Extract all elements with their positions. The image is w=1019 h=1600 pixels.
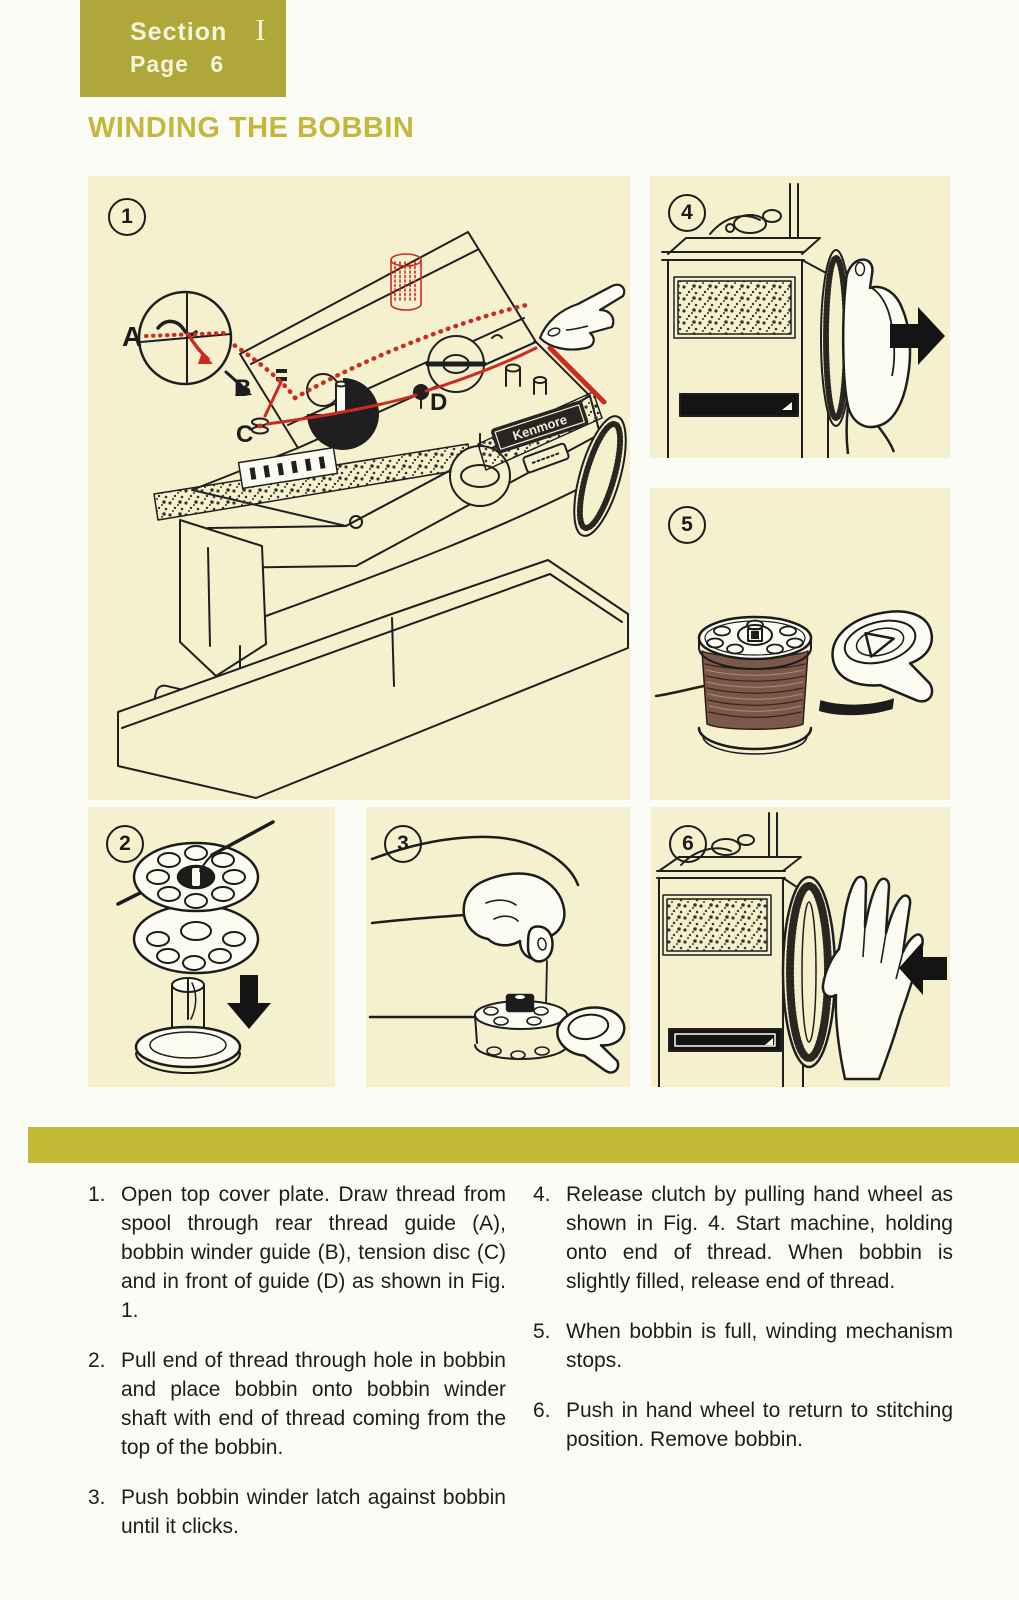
figure-panel-1: Kenmore — [88, 176, 630, 800]
figure-3-illustration — [368, 835, 626, 1074]
thread-end — [547, 345, 607, 405]
arrow-right-icon — [890, 307, 945, 365]
label-c: C — [236, 421, 253, 448]
instruction-number: 4. — [533, 1183, 551, 1206]
hand-holding-thread — [370, 835, 580, 963]
instruction-item: 6. Push in hand wheel to return to stitc… — [533, 1396, 953, 1454]
instructions-left-column: 1. Open top cover plate. Draw thread fro… — [88, 1180, 506, 1562]
instruction-number: 6. — [533, 1399, 551, 1422]
instruction-item: 1. Open top cover plate. Draw thread fro… — [88, 1180, 506, 1325]
arrow-left-icon — [899, 941, 947, 995]
figure-5-illustration — [654, 610, 934, 755]
figure-number-6: 6 — [669, 825, 707, 863]
instruction-number: 3. — [88, 1486, 106, 1509]
section-label: Section — [130, 18, 228, 46]
figure-number-4: 4 — [668, 194, 706, 232]
figure-number-5: 5 — [668, 506, 706, 544]
bobbin-winder-latch — [818, 610, 934, 716]
figure-number-1: 1 — [108, 198, 146, 236]
instruction-number: 1. — [88, 1183, 106, 1206]
hand-pulling-thread — [538, 283, 626, 351]
instruction-text: Push bobbin winder latch against bobbin … — [121, 1486, 506, 1538]
page-title: WINDING THE BOBBIN — [88, 112, 415, 144]
divider-bar — [28, 1127, 1019, 1163]
bobbin-winder-latch — [556, 1006, 626, 1074]
instruction-item: 5. When bobbin is full, winding mechanis… — [533, 1317, 953, 1375]
figure-panel-6: 6 — [651, 807, 950, 1087]
section-page-badge: Section I Page 6 — [80, 0, 286, 97]
instruction-text: Open top cover plate. Draw thread from s… — [121, 1183, 506, 1322]
arrow-down-icon — [227, 975, 271, 1029]
page-number: 6 — [210, 51, 225, 77]
label-b: B — [234, 375, 251, 402]
label-d: D — [430, 389, 447, 416]
instruction-text: Push in hand wheel to return to stitchin… — [566, 1399, 953, 1451]
figure-number-2: 2 — [106, 825, 144, 863]
page-line: Page 6 — [130, 51, 224, 78]
instruction-number: 5. — [533, 1320, 551, 1343]
figure-panel-3: 3 — [366, 807, 630, 1087]
instructions-right-column: 4. Release clutch by pulling hand wheel … — [533, 1180, 953, 1475]
instruction-number: 2. — [88, 1349, 106, 1372]
thread-path — [225, 253, 538, 429]
instruction-text: Release clutch by pulling hand wheel as … — [566, 1183, 953, 1293]
instruction-text: When bobbin is full, winding mechanism s… — [566, 1320, 953, 1372]
hand-pushing-wheel — [821, 875, 924, 1081]
page-label: Page — [130, 51, 189, 77]
figure-4-illustration — [661, 183, 945, 458]
instruction-item: 3. Push bobbin winder latch against bobb… — [88, 1483, 506, 1541]
guide-a-magnifier — [137, 290, 252, 396]
instruction-item: 4. Release clutch by pulling hand wheel … — [533, 1180, 953, 1296]
stitch-selector-window — [237, 446, 339, 490]
section-line: Section I — [130, 12, 266, 48]
label-a: A — [122, 321, 142, 352]
instruction-item: 2. Pull end of thread through hole in bo… — [88, 1346, 506, 1462]
figure-number-3: 3 — [384, 825, 422, 863]
figure-panel-4: 4 — [650, 176, 950, 458]
hand-gripping-wheel — [841, 258, 912, 455]
figure-panel-2: 2 — [88, 807, 335, 1087]
section-numeral: I — [255, 12, 266, 47]
instruction-text: Pull end of thread through hole in bobbi… — [121, 1349, 506, 1459]
figure-2-illustration — [116, 820, 275, 1074]
figure-1-illustration: Kenmore — [117, 231, 629, 799]
figure-panel-5: 5 — [650, 488, 950, 800]
